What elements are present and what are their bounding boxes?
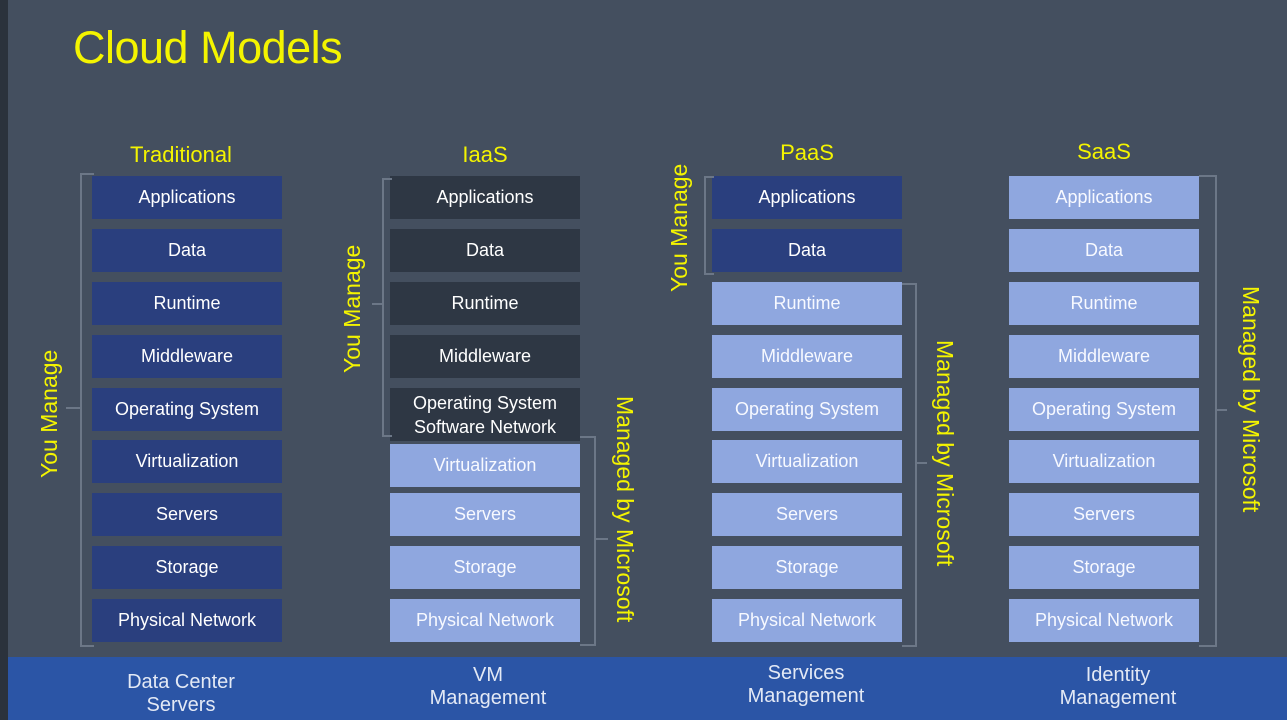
iaas-layer-os-software-network: Operating System Software Network <box>390 388 580 441</box>
footer-paas: Services Management <box>696 662 916 708</box>
saas-layer-storage: Storage <box>1009 546 1199 589</box>
footer-iaas: VM Management <box>378 664 598 710</box>
saas-managed-label: Managed by Microsoft <box>1238 286 1264 513</box>
paas-layer-applications: Applications <box>712 176 902 219</box>
saas-managed-tick <box>1215 409 1227 411</box>
footer-paas-line1: Services <box>767 662 845 684</box>
saas-managed-bracket <box>1199 175 1217 647</box>
traditional-you-manage-label: You Manage <box>36 349 62 478</box>
paas-layer-servers: Servers <box>712 493 902 536</box>
footer-traditional-line1: Data Center <box>127 671 235 693</box>
paas-layer-middleware: Middleware <box>712 335 902 378</box>
footer-traditional: Data Center Servers <box>71 671 291 717</box>
iaas-title: IaaS <box>462 142 508 167</box>
iaas-layer-storage: Storage <box>390 546 580 589</box>
iaas-you-manage-bracket <box>382 178 392 437</box>
iaas-layer-virtualization: Virtualization <box>390 444 580 487</box>
traditional-layer-virtualization: Virtualization <box>92 440 282 483</box>
paas-title: PaaS <box>780 140 834 165</box>
traditional-layer-operating-system: Operating System <box>92 388 282 431</box>
paas-layer-storage: Storage <box>712 546 902 589</box>
iaas-layer-applications: Applications <box>390 176 580 219</box>
paas-layer-physical-network: Physical Network <box>712 599 902 642</box>
iaas-layer-physical-network: Physical Network <box>390 599 580 642</box>
paas-managed-tick <box>915 462 927 464</box>
traditional-layer-data: Data <box>92 229 282 272</box>
saas-title: SaaS <box>1077 139 1131 164</box>
paas-layer-operating-system: Operating System <box>712 388 902 431</box>
paas-layer-runtime: Runtime <box>712 282 902 325</box>
iaas-managed-tick <box>594 538 608 540</box>
traditional-layer-runtime: Runtime <box>92 282 282 325</box>
traditional-layer-applications: Applications <box>92 176 282 219</box>
traditional-layer-servers: Servers <box>92 493 282 536</box>
iaas-you-manage-label: You Manage <box>339 244 365 373</box>
iaas-layer-runtime: Runtime <box>390 282 580 325</box>
iaas-you-manage-tick <box>372 303 382 305</box>
iaas-managed-bracket <box>580 436 596 646</box>
footer-iaas-line2: Management <box>429 687 547 709</box>
saas-layer-middleware: Middleware <box>1009 335 1199 378</box>
saas-layer-operating-system: Operating System <box>1009 388 1199 431</box>
paas-layer-virtualization: Virtualization <box>712 440 902 483</box>
paas-layer-data: Data <box>712 229 902 272</box>
iaas-layer-operating-system: Operating System <box>412 392 558 413</box>
left-edge-strip <box>0 0 8 720</box>
footer-saas-line1: Identity <box>1085 664 1151 686</box>
footer-saas: Identity Management <box>1008 664 1228 710</box>
traditional-bracket-tick <box>66 407 80 409</box>
saas-layer-virtualization: Virtualization <box>1009 440 1199 483</box>
iaas-managed-label: Managed by Microsoft <box>612 396 638 623</box>
footer-paas-line2: Management <box>747 685 865 707</box>
slide-title: Cloud Models <box>73 22 343 73</box>
paas-managed-bracket <box>902 283 917 647</box>
paas-you-manage-bracket <box>704 176 714 275</box>
traditional-layer-physical-network: Physical Network <box>92 599 282 642</box>
paas-you-manage-label: You Manage <box>666 163 692 292</box>
traditional-title: Traditional <box>130 142 232 167</box>
iaas-layer-data: Data <box>390 229 580 272</box>
footer-band <box>8 657 1287 720</box>
saas-layer-data: Data <box>1009 229 1199 272</box>
saas-layer-servers: Servers <box>1009 493 1199 536</box>
saas-layer-physical-network: Physical Network <box>1009 599 1199 642</box>
footer-traditional-line2: Servers <box>146 694 216 716</box>
iaas-layer-middleware: Middleware <box>390 335 580 378</box>
traditional-layer-storage: Storage <box>92 546 282 589</box>
saas-layer-runtime: Runtime <box>1009 282 1199 325</box>
footer-iaas-line1: VM <box>473 664 503 686</box>
traditional-layer-middleware: Middleware <box>92 335 282 378</box>
traditional-you-manage-bracket <box>80 173 94 647</box>
iaas-layer-servers: Servers <box>390 493 580 536</box>
iaas-layer-software-network: Software Network <box>413 416 557 437</box>
saas-layer-applications: Applications <box>1009 176 1199 219</box>
footer-saas-line2: Management <box>1059 687 1177 709</box>
paas-managed-label: Managed by Microsoft <box>932 340 958 567</box>
